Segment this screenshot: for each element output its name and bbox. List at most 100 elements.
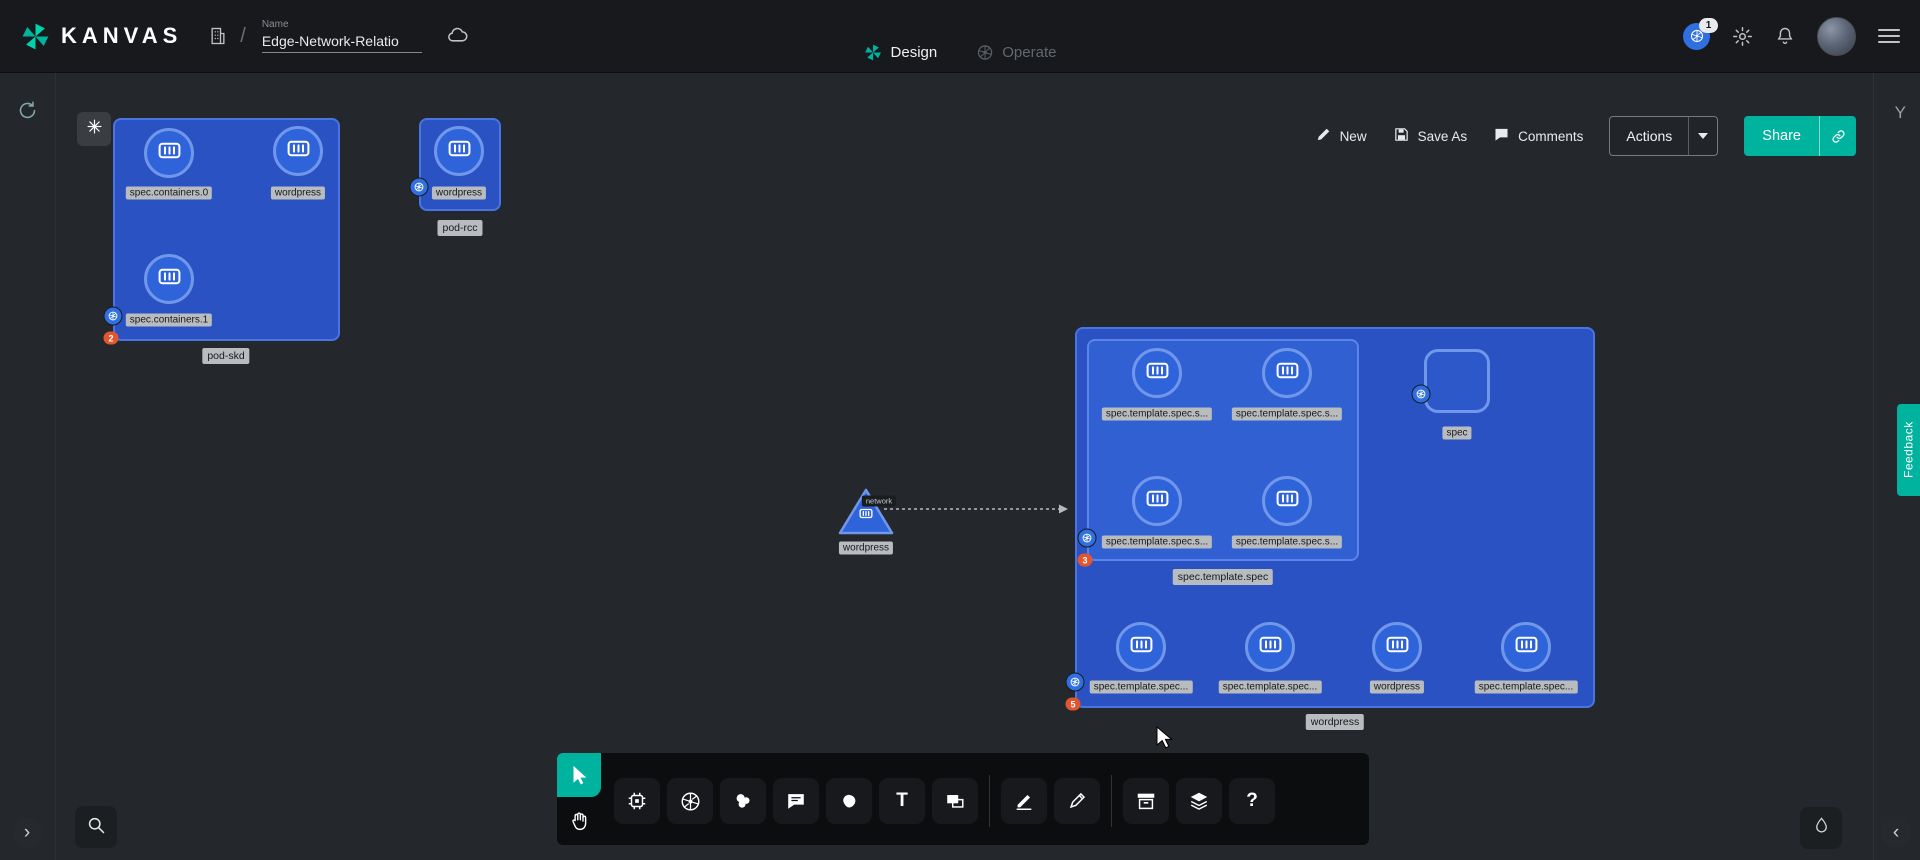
design-name-field: Name xyxy=(262,19,422,53)
container-icon xyxy=(285,135,312,167)
k8s-badge-icon[interactable] xyxy=(104,307,123,326)
app-header: KANVAS / Name Design Operate 1 xyxy=(0,0,1920,73)
pan-tool[interactable] xyxy=(561,803,597,839)
container-icon xyxy=(1513,631,1540,663)
zoom-button[interactable] xyxy=(75,806,117,848)
k8s-badge-icon[interactable] xyxy=(1412,385,1431,404)
container-icon xyxy=(1274,357,1301,389)
design-name-input[interactable] xyxy=(262,32,422,53)
node-wordpress-service[interactable] xyxy=(837,487,895,537)
kanvas-logo[interactable]: KANVAS xyxy=(20,21,182,52)
node-spec-template-spec[interactable] xyxy=(1501,622,1551,672)
help-tool[interactable]: ? xyxy=(1229,778,1275,824)
share-button-label: Share xyxy=(1744,116,1819,156)
container-icon xyxy=(156,137,183,169)
yaml-toggle[interactable]: Y xyxy=(1895,103,1906,123)
kubernetes-tool[interactable] xyxy=(667,778,713,824)
layers-tool[interactable] xyxy=(1176,778,1222,824)
dock-tool-row: T? xyxy=(614,775,1275,827)
pencil-tool[interactable] xyxy=(1001,778,1047,824)
doodle-tool[interactable] xyxy=(826,778,872,824)
container-icon xyxy=(1257,631,1284,663)
settings-button[interactable] xyxy=(1732,26,1753,47)
node-label: spec.containers.1 xyxy=(126,314,212,327)
chevron-left-icon: ‹ xyxy=(1893,822,1899,844)
node-wordpress[interactable] xyxy=(434,126,484,176)
organization-icon[interactable] xyxy=(208,26,228,46)
comments-button[interactable]: Comments xyxy=(1493,126,1583,146)
environment-button[interactable]: 1 xyxy=(1683,23,1710,50)
container-icon xyxy=(1128,631,1155,663)
menu-button[interactable] xyxy=(1878,28,1900,44)
node-spec-template-spec-s[interactable] xyxy=(1262,476,1312,526)
operate-mode-icon xyxy=(975,43,994,62)
node-label: spec.template.spec... xyxy=(1090,681,1193,694)
collapse-right-panel-button[interactable]: ‹ xyxy=(1881,818,1911,848)
count-badge[interactable]: 5 xyxy=(1066,698,1081,711)
node-spec-containers-1[interactable] xyxy=(144,254,194,304)
text-tool[interactable]: T xyxy=(879,778,925,824)
node-label: wordpress xyxy=(1370,681,1424,694)
comments-button-label: Comments xyxy=(1518,129,1583,144)
snowflake-icon xyxy=(86,118,103,140)
node-label: spec.containers.0 xyxy=(126,187,212,200)
sync-icon[interactable] xyxy=(17,100,38,126)
components-tool[interactable] xyxy=(614,778,660,824)
cloud-save-icon[interactable] xyxy=(446,25,469,48)
k8s-badge-icon[interactable] xyxy=(1066,673,1085,692)
group-spec-template-spec[interactable] xyxy=(1087,339,1359,561)
left-edge-panel xyxy=(0,73,56,860)
node-spec-containers-0[interactable] xyxy=(144,128,194,178)
notifications-button[interactable] xyxy=(1775,26,1795,46)
container-icon xyxy=(1274,485,1301,517)
pencil-icon xyxy=(1315,126,1332,146)
avatar[interactable] xyxy=(1817,17,1856,56)
node-spec[interactable] xyxy=(1424,349,1490,413)
container-icon xyxy=(156,263,183,295)
feedback-tab[interactable]: Feedback xyxy=(1897,404,1920,496)
node-label: spec xyxy=(1442,427,1471,440)
container-icon xyxy=(1144,357,1171,389)
node-spec-template-spec[interactable] xyxy=(1245,622,1295,672)
edge-network-relationship[interactable] xyxy=(876,492,1082,531)
link-icon[interactable] xyxy=(1819,116,1856,156)
actions-button[interactable]: Actions xyxy=(1609,116,1718,156)
node-wordpress[interactable] xyxy=(1372,622,1422,672)
node-spec-template-spec-s[interactable] xyxy=(1132,476,1182,526)
save-as-button-label: Save As xyxy=(1418,129,1468,144)
group-label: wordpress xyxy=(1306,714,1364,730)
node-label: spec.template.spec... xyxy=(1475,681,1578,694)
node-spec-template-spec-s[interactable] xyxy=(1132,348,1182,398)
node-label: wordpress xyxy=(839,542,893,555)
save-icon xyxy=(1393,126,1410,146)
save-as-button[interactable]: Save As xyxy=(1393,126,1468,146)
k8s-badge-icon[interactable] xyxy=(1078,529,1097,548)
node-spec-template-spec-s[interactable] xyxy=(1262,348,1312,398)
shapes-tool[interactable] xyxy=(720,778,766,824)
pen-tool[interactable] xyxy=(1054,778,1100,824)
magnifier-icon xyxy=(86,815,106,840)
k8s-badge-icon[interactable] xyxy=(410,178,429,197)
new-button[interactable]: New xyxy=(1315,126,1367,146)
drawer-tool[interactable] xyxy=(1123,778,1169,824)
comment-tool[interactable] xyxy=(773,778,819,824)
count-badge[interactable]: 2 xyxy=(104,332,119,345)
rectangle-tool[interactable] xyxy=(932,778,978,824)
tab-design[interactable]: Design xyxy=(864,43,938,62)
node-label: wordpress xyxy=(432,187,486,200)
expand-left-panel-button[interactable]: › xyxy=(12,818,42,848)
pointer-tool[interactable] xyxy=(557,753,601,797)
kanvas-logo-icon xyxy=(20,21,51,52)
design-name-label: Name xyxy=(262,19,422,30)
count-badge[interactable]: 3 xyxy=(1078,554,1093,567)
group-label: pod-skd xyxy=(202,348,249,364)
node-spec-template-spec[interactable] xyxy=(1116,622,1166,672)
node-wordpress[interactable] xyxy=(273,126,323,176)
tab-design-label: Design xyxy=(891,44,938,61)
share-button[interactable]: Share xyxy=(1744,116,1856,156)
fit-view-button[interactable] xyxy=(77,112,111,146)
tab-operate[interactable]: Operate xyxy=(975,43,1056,62)
node-label: spec.template.spec.s... xyxy=(1232,408,1342,421)
chevron-down-icon[interactable] xyxy=(1688,117,1717,155)
ink-button[interactable] xyxy=(1800,807,1842,849)
